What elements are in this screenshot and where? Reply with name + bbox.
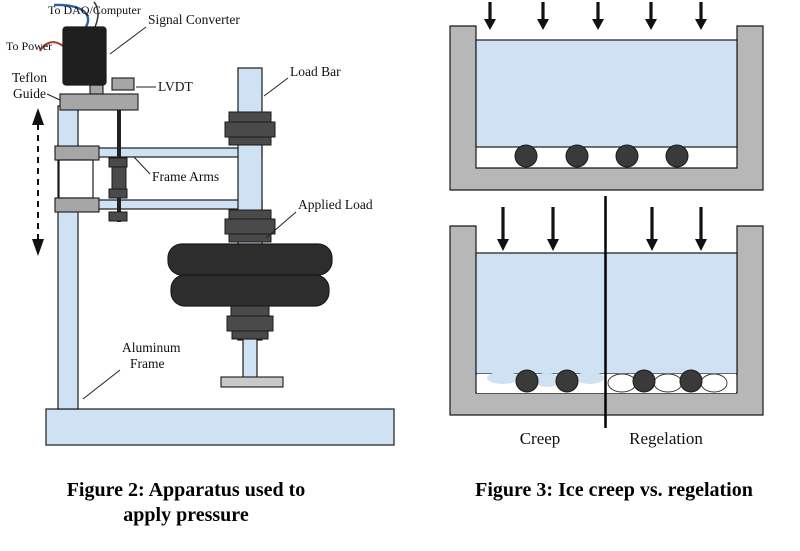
lvdt-rod-assembly [108, 110, 128, 222]
figure2-caption-line2: apply pressure [123, 504, 249, 526]
bottom-panel: Creep Regelation [449, 196, 764, 448]
figures-canvas: To DAQ/Computer To Power Signal Converte… [6, 1, 764, 448]
creep-side-detail [487, 369, 604, 393]
converter-connector [89, 84, 104, 95]
load-bar-foot [220, 376, 284, 388]
label-teflon-line2: Guide [13, 86, 46, 101]
label-regelation: Regelation [629, 429, 703, 448]
second-wire [93, 1, 99, 28]
figure3-caption-line1: Figure 3: Ice creep vs. regelation [475, 479, 753, 501]
label-creep: Creep [520, 429, 561, 448]
load-bar-collar-lower [226, 305, 274, 340]
label-to-power: To Power [6, 39, 52, 53]
leader-lines [46, 26, 297, 400]
daq-wire [53, 3, 90, 28]
label-aluminum-line1: Aluminum [122, 340, 181, 355]
label-teflon-line1: Teflon [12, 70, 47, 85]
load-bar-collar-middle [224, 209, 276, 243]
signal-converter-assembly [39, 1, 139, 111]
label-lvdt: LVDT [158, 79, 194, 94]
figure2-apparatus-diagram: To DAQ/Computer To Power Signal Converte… [6, 1, 395, 446]
pressure-arrows-bottom [497, 207, 707, 251]
label-applied-load: Applied Load [298, 197, 373, 212]
teflon-guide-cylinder [54, 145, 100, 213]
figure3-caption: Figure 3: Ice creep vs. regelation [428, 478, 800, 503]
label-aluminum-line2: Frame [130, 356, 165, 371]
regelation-side-detail [607, 369, 728, 393]
figure2-caption-line1: Figure 2: Apparatus used to [66, 479, 306, 501]
figure2-caption: Figure 2: Apparatus used to apply pressu… [20, 478, 352, 528]
teflon-guide-bracket [59, 93, 139, 111]
figure3-ice-diagram: Creep Regelation [449, 2, 764, 448]
pressure-arrows-top [484, 2, 707, 30]
label-frame-arms: Frame Arms [152, 169, 219, 184]
label-load-bar: Load Bar [290, 64, 341, 79]
label-signal-converter: Signal Converter [148, 12, 240, 27]
motion-double-arrow [32, 108, 44, 256]
applied-load-weights [167, 243, 333, 307]
power-wire [39, 41, 64, 52]
top-panel [449, 2, 764, 191]
label-to-daq: To DAQ/Computer [48, 3, 141, 17]
ice-block-top [475, 39, 738, 148]
load-bar-collar-upper [224, 111, 276, 146]
ice-balls-top [514, 144, 689, 168]
base-plate [45, 408, 395, 446]
signal-converter-box [62, 26, 107, 86]
lvdt-body [111, 77, 135, 91]
